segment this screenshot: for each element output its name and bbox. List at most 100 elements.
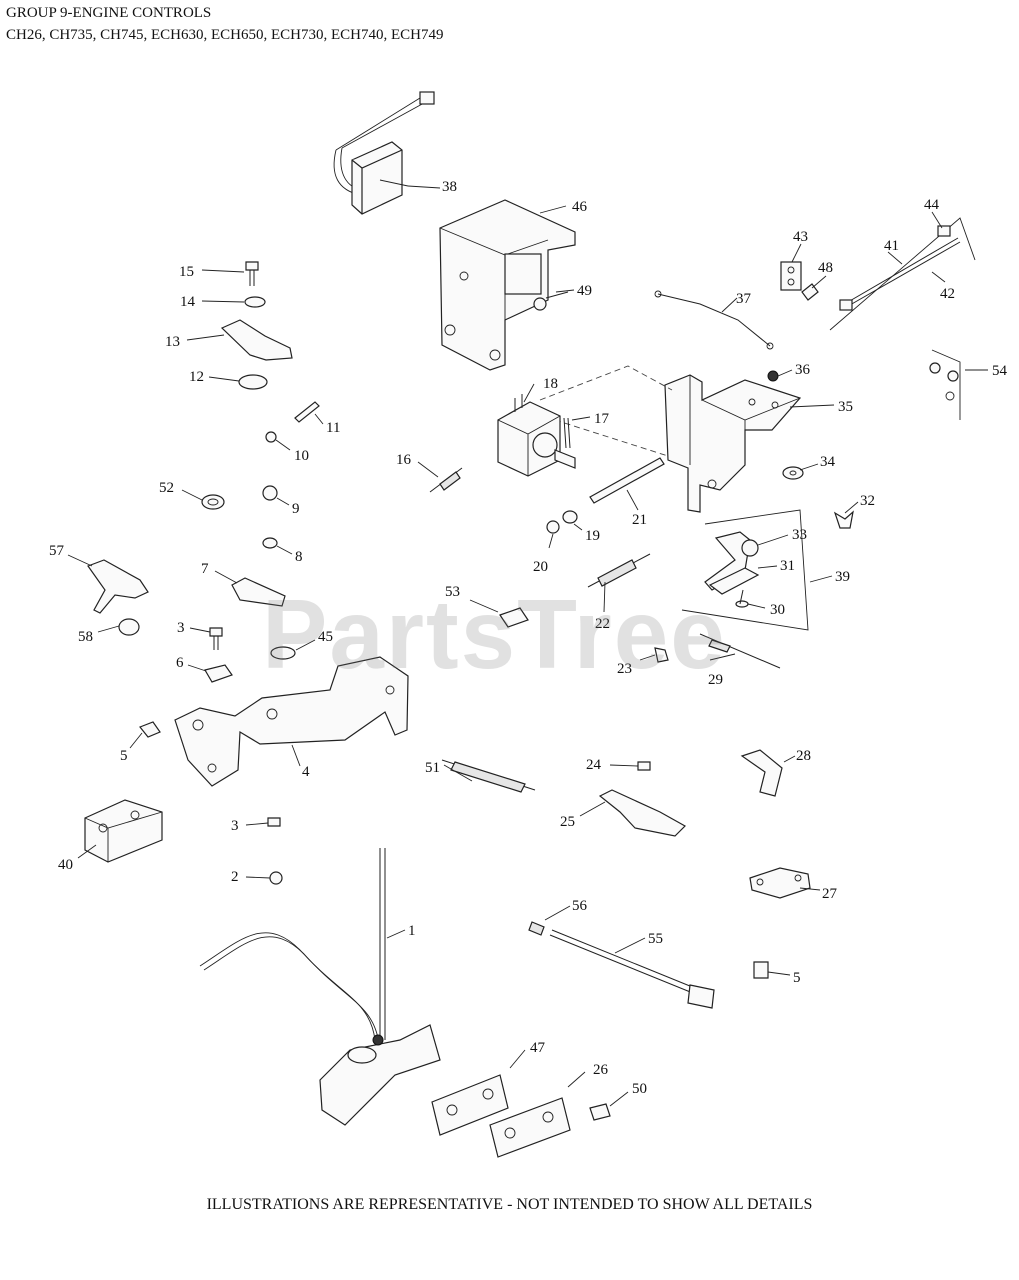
callout-23: 23 bbox=[617, 661, 632, 677]
leader-lines bbox=[67, 185, 988, 1107]
part-54-fittings[interactable] bbox=[929, 349, 961, 420]
callout-50: 50 bbox=[632, 1081, 647, 1097]
part-5-bolt-right[interactable] bbox=[753, 961, 769, 979]
callout-16: 16 bbox=[396, 452, 412, 468]
part-4-control-plate[interactable] bbox=[174, 656, 409, 787]
part-41-42-44-rod-assembly[interactable] bbox=[829, 217, 976, 331]
part-27-plate[interactable] bbox=[749, 867, 811, 899]
callout-6: 6 bbox=[176, 655, 184, 671]
part-38-stepper-motor[interactable] bbox=[333, 91, 435, 215]
part-40-bracket[interactable] bbox=[84, 799, 163, 863]
part-35-mounting-bracket[interactable] bbox=[664, 374, 802, 513]
part-48-fitting[interactable] bbox=[801, 283, 819, 301]
part-19-washer[interactable] bbox=[562, 510, 578, 524]
part-8-washer[interactable] bbox=[262, 537, 278, 549]
part-50-bolt[interactable] bbox=[589, 1103, 611, 1121]
part-32-screw[interactable] bbox=[833, 510, 854, 529]
part-16-spring[interactable] bbox=[429, 467, 463, 493]
footer-disclaimer: ILLUSTRATIONS ARE REPRESENTATIVE - NOT I… bbox=[206, 1196, 813, 1213]
part-37-wire[interactable] bbox=[654, 290, 774, 350]
callout-11: 11 bbox=[326, 420, 340, 436]
callout-25: 25 bbox=[560, 814, 575, 830]
callout-12: 12 bbox=[189, 369, 204, 385]
part-57-lever[interactable] bbox=[87, 559, 149, 614]
callout-32: 32 bbox=[860, 493, 875, 509]
part-12-washer[interactable] bbox=[238, 374, 268, 390]
part-52-bushing[interactable] bbox=[201, 494, 225, 510]
part-28-lever[interactable] bbox=[740, 749, 783, 797]
callout-38: 38 bbox=[442, 179, 457, 195]
callout-21: 21 bbox=[632, 512, 647, 528]
part-11-pin[interactable] bbox=[294, 401, 320, 423]
callout-15: 15 bbox=[179, 264, 194, 280]
part-3-screw-upper[interactable] bbox=[209, 627, 223, 650]
callout-8: 8 bbox=[295, 549, 303, 565]
part-56-spring[interactable] bbox=[528, 921, 545, 936]
callout-51: 51 bbox=[425, 760, 440, 776]
part-5-bolt-left[interactable] bbox=[139, 721, 161, 738]
callout-52: 52 bbox=[159, 480, 174, 496]
part-24-screw[interactable] bbox=[637, 761, 651, 771]
callout-48: 48 bbox=[818, 260, 833, 276]
part-14-washer[interactable] bbox=[244, 296, 266, 308]
callout-29: 29 bbox=[708, 672, 723, 688]
callout-5b: 5 bbox=[793, 970, 801, 986]
part-51-spring[interactable] bbox=[441, 759, 536, 793]
callout-33: 33 bbox=[792, 527, 807, 543]
callout-1: 1 bbox=[408, 923, 416, 939]
callout-58: 58 bbox=[78, 629, 93, 645]
callout-43: 43 bbox=[793, 229, 808, 245]
callout-19: 19 bbox=[585, 528, 600, 544]
part-15-bolt[interactable] bbox=[245, 261, 259, 286]
group-title: GROUP 9-ENGINE CONTROLS bbox=[6, 5, 212, 21]
part-2-nut[interactable] bbox=[269, 871, 283, 885]
part-55-cable[interactable] bbox=[549, 929, 715, 1009]
callout-40: 40 bbox=[58, 857, 73, 873]
part-36-nut[interactable] bbox=[767, 370, 779, 382]
part-18-solenoid[interactable] bbox=[497, 394, 576, 477]
part-13-lever[interactable] bbox=[220, 319, 293, 361]
callout-42: 42 bbox=[940, 286, 955, 302]
part-25-lever[interactable] bbox=[598, 789, 686, 837]
part-47-plate[interactable] bbox=[431, 1074, 509, 1136]
part-26-plate[interactable] bbox=[489, 1097, 571, 1158]
callout-36: 36 bbox=[795, 362, 811, 378]
callout-41: 41 bbox=[884, 238, 899, 254]
callout-5a: 5 bbox=[120, 748, 128, 764]
callout-44: 44 bbox=[924, 197, 940, 213]
part-53-clip[interactable] bbox=[499, 607, 529, 628]
callout-9: 9 bbox=[292, 501, 300, 517]
part-9-nut[interactable] bbox=[262, 485, 278, 501]
part-3-screw-lower[interactable] bbox=[267, 817, 281, 827]
callout-24: 24 bbox=[586, 757, 602, 773]
part-46-bracket[interactable] bbox=[439, 199, 576, 371]
part-49-screw[interactable] bbox=[533, 291, 569, 311]
model-list: CH26, CH735, CH745, ECH630, ECH650, ECH7… bbox=[6, 27, 444, 43]
part-17-pin[interactable] bbox=[563, 417, 571, 449]
callout-53: 53 bbox=[445, 584, 460, 600]
callout-26: 26 bbox=[593, 1062, 609, 1078]
part-39-linkage-group[interactable] bbox=[681, 509, 809, 631]
part-45-washer[interactable] bbox=[270, 646, 296, 660]
part-58-bushing[interactable] bbox=[118, 618, 140, 636]
part-1-throttle-control[interactable] bbox=[199, 848, 441, 1126]
part-43-clamp[interactable] bbox=[780, 261, 802, 291]
callout-13: 13 bbox=[165, 334, 180, 350]
callout-49: 49 bbox=[577, 283, 592, 299]
part-20-nut[interactable] bbox=[546, 520, 560, 534]
part-10-nut[interactable] bbox=[265, 431, 277, 443]
callout-20: 20 bbox=[533, 559, 548, 575]
part-23-clip[interactable] bbox=[654, 647, 669, 663]
callout-57: 57 bbox=[49, 543, 65, 559]
callout-37: 37 bbox=[736, 291, 752, 307]
callout-2: 2 bbox=[231, 869, 239, 885]
part-7-lever[interactable] bbox=[231, 577, 286, 607]
part-6-clip[interactable] bbox=[204, 664, 233, 683]
part-34-washer[interactable] bbox=[782, 466, 804, 480]
part-29-governor-spring[interactable] bbox=[699, 633, 781, 669]
callout-17: 17 bbox=[594, 411, 610, 427]
part-21-shaft[interactable] bbox=[589, 457, 665, 504]
callout-28: 28 bbox=[796, 748, 811, 764]
part-22-spring[interactable] bbox=[587, 553, 651, 588]
